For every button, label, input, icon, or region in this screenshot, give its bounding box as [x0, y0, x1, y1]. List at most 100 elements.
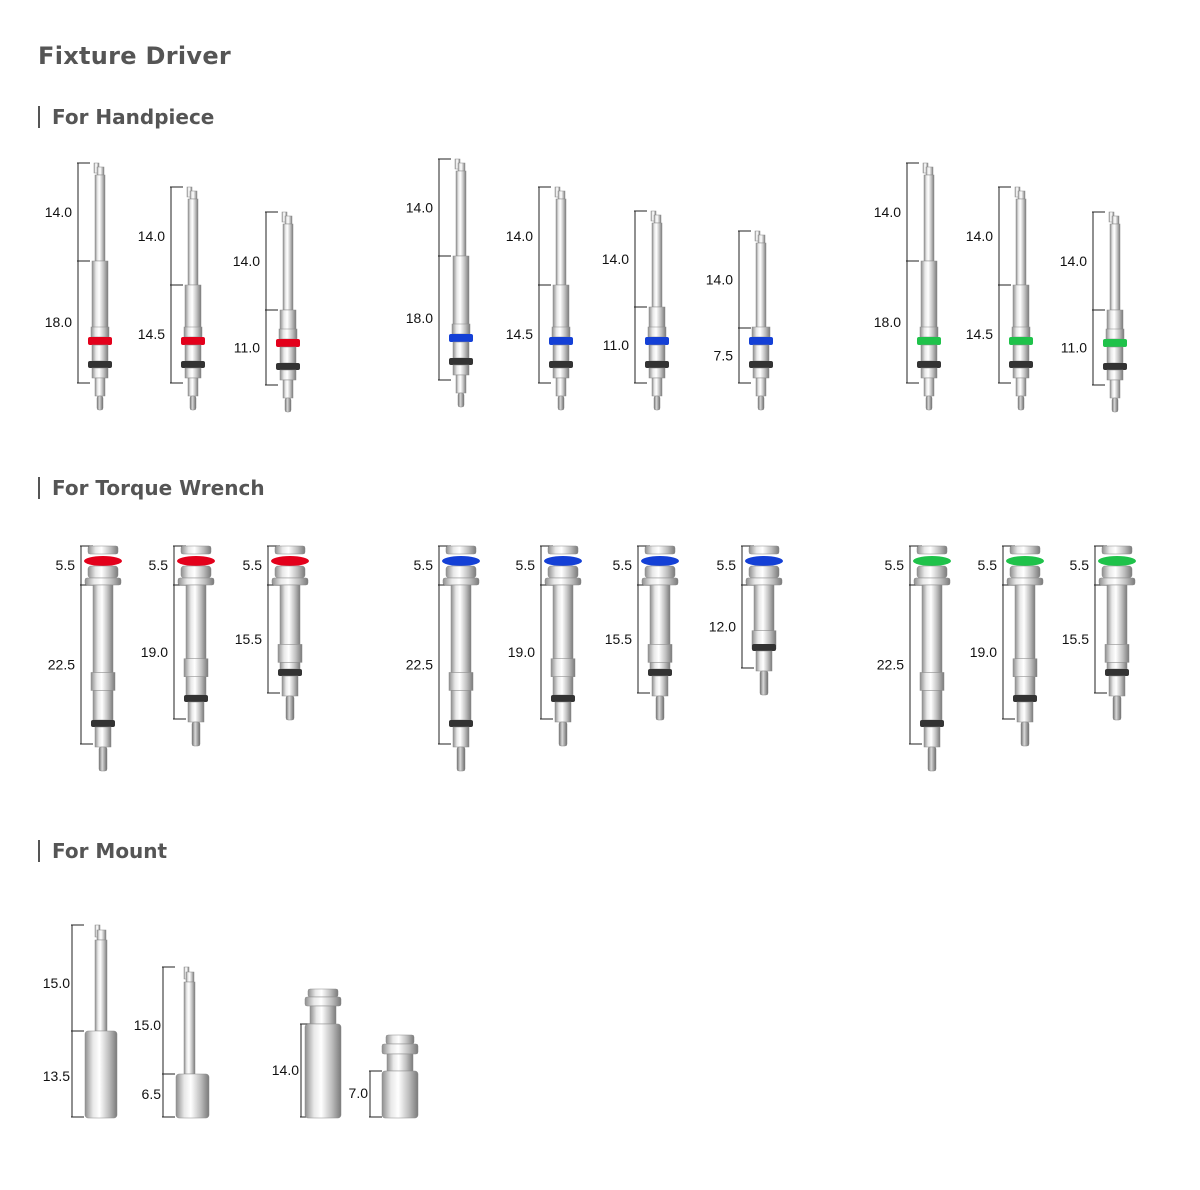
torque-wrench-driver: 5.515.5 — [235, 545, 309, 721]
driver-collar — [647, 326, 667, 338]
dimension-label: 5.5 — [56, 557, 76, 573]
mount-head-cap — [307, 988, 339, 998]
dimension-label: 15.5 — [235, 631, 262, 647]
driver-neck — [752, 344, 770, 362]
driver-flange — [641, 577, 679, 586]
driver-neck — [1012, 344, 1030, 362]
driver-shaft — [279, 584, 301, 645]
driver-head — [916, 565, 948, 579]
driver-hex-tip — [1112, 695, 1122, 721]
color-band — [181, 337, 205, 345]
driver-body — [91, 260, 109, 332]
color-band — [276, 339, 300, 347]
mount-driver: 15.013.5 — [43, 924, 118, 1119]
latch-head — [1017, 190, 1026, 200]
driver-neck — [554, 701, 572, 723]
driver-shaft — [183, 981, 196, 1075]
latch-head — [185, 971, 195, 983]
dimension-label: 22.5 — [406, 657, 433, 673]
driver-hex-tip — [925, 395, 933, 411]
driver-hex-tip — [96, 395, 104, 411]
driver-tip — [1109, 379, 1121, 399]
driver-tip — [94, 377, 106, 397]
mount-driver: 7.0 — [349, 1034, 419, 1119]
driver-collar — [551, 326, 571, 338]
dimension-label: 15.5 — [1062, 631, 1089, 647]
handpiece-driver: 14.07.5 — [706, 230, 773, 411]
driver-hex-tip — [1111, 397, 1119, 413]
driver-flange — [1098, 577, 1136, 586]
color-o-ring — [1006, 556, 1044, 566]
driver-hex — [448, 672, 474, 691]
dimension-label: 5.5 — [149, 557, 169, 573]
driver-neck — [648, 344, 666, 362]
driver-body — [552, 676, 574, 696]
driver-collar — [751, 326, 771, 338]
dimension-label: 6.5 — [142, 1086, 162, 1102]
dimension-label: 5.5 — [978, 557, 998, 573]
o-ring — [1103, 363, 1127, 370]
driver-neck — [452, 341, 470, 359]
torque-wrench-driver: 5.519.0 — [970, 545, 1044, 747]
dimension-label: 15.0 — [134, 1017, 161, 1033]
mount-cylinder — [304, 1023, 342, 1119]
dimension-label: 11.0 — [234, 340, 260, 356]
handpiece-driver: 14.018.0 — [45, 162, 112, 411]
driver-flange — [442, 577, 480, 586]
driver-hex-tip — [1017, 395, 1025, 411]
mount-head — [386, 1053, 414, 1072]
o-ring — [917, 361, 941, 368]
o-ring — [1009, 361, 1033, 368]
driver-neck — [920, 344, 938, 362]
color-o-ring — [641, 556, 679, 566]
driver-hex — [647, 644, 673, 663]
handpiece-driver: 14.014.5 — [138, 186, 205, 411]
driver-neck — [452, 726, 470, 748]
driver-hex-tip — [757, 395, 765, 411]
dimension-label: 5.5 — [885, 557, 905, 573]
driver-neck — [1016, 701, 1034, 723]
driver-collar — [1011, 326, 1031, 338]
driver-body — [921, 690, 943, 721]
dimension-label: 19.0 — [508, 644, 535, 660]
latch-head — [653, 214, 662, 224]
latch-head — [925, 166, 934, 176]
driver-shaft — [555, 198, 567, 286]
latch-head — [457, 162, 466, 172]
driver-head-cap — [1101, 545, 1133, 555]
driver-body — [92, 690, 114, 721]
torque-wrench-drivers: 5.522.55.519.05.515.55.522.55.519.05.515… — [48, 545, 1136, 772]
driver-body — [920, 260, 938, 332]
mount-head-cap — [385, 1034, 415, 1045]
driver-shaft — [651, 222, 663, 308]
driver-shaft — [92, 584, 114, 673]
mount-driver: 14.0 — [272, 988, 342, 1119]
driver-head-cap — [1009, 545, 1041, 555]
driver-body — [1106, 662, 1128, 670]
driver-collar — [90, 326, 110, 338]
driver-hex-tip — [557, 395, 565, 411]
dimension-label: 15.0 — [43, 975, 70, 991]
dimension-label: 14.0 — [1060, 253, 1087, 269]
torque-wrench-driver: 5.519.0 — [141, 545, 215, 747]
mount-head — [309, 1005, 337, 1025]
mount-cylinder — [175, 1073, 210, 1119]
color-band — [1103, 339, 1127, 347]
driver-collar — [1105, 328, 1125, 340]
latch-head — [284, 215, 293, 225]
o-ring — [1013, 695, 1037, 702]
driver-neck — [755, 650, 773, 672]
latch-head — [96, 166, 105, 176]
driver-neck — [1106, 346, 1124, 364]
driver-shaft — [1106, 584, 1128, 645]
driver-body — [1014, 676, 1036, 696]
driver-tip — [555, 377, 567, 397]
color-o-ring — [442, 556, 480, 566]
driver-neck — [91, 344, 109, 362]
color-band — [549, 337, 573, 345]
dimension-label: 14.5 — [506, 326, 533, 342]
dimension-label: 5.5 — [717, 557, 737, 573]
driver-neck — [752, 367, 770, 379]
driver-flange — [1006, 577, 1044, 586]
latch-head — [96, 929, 107, 941]
